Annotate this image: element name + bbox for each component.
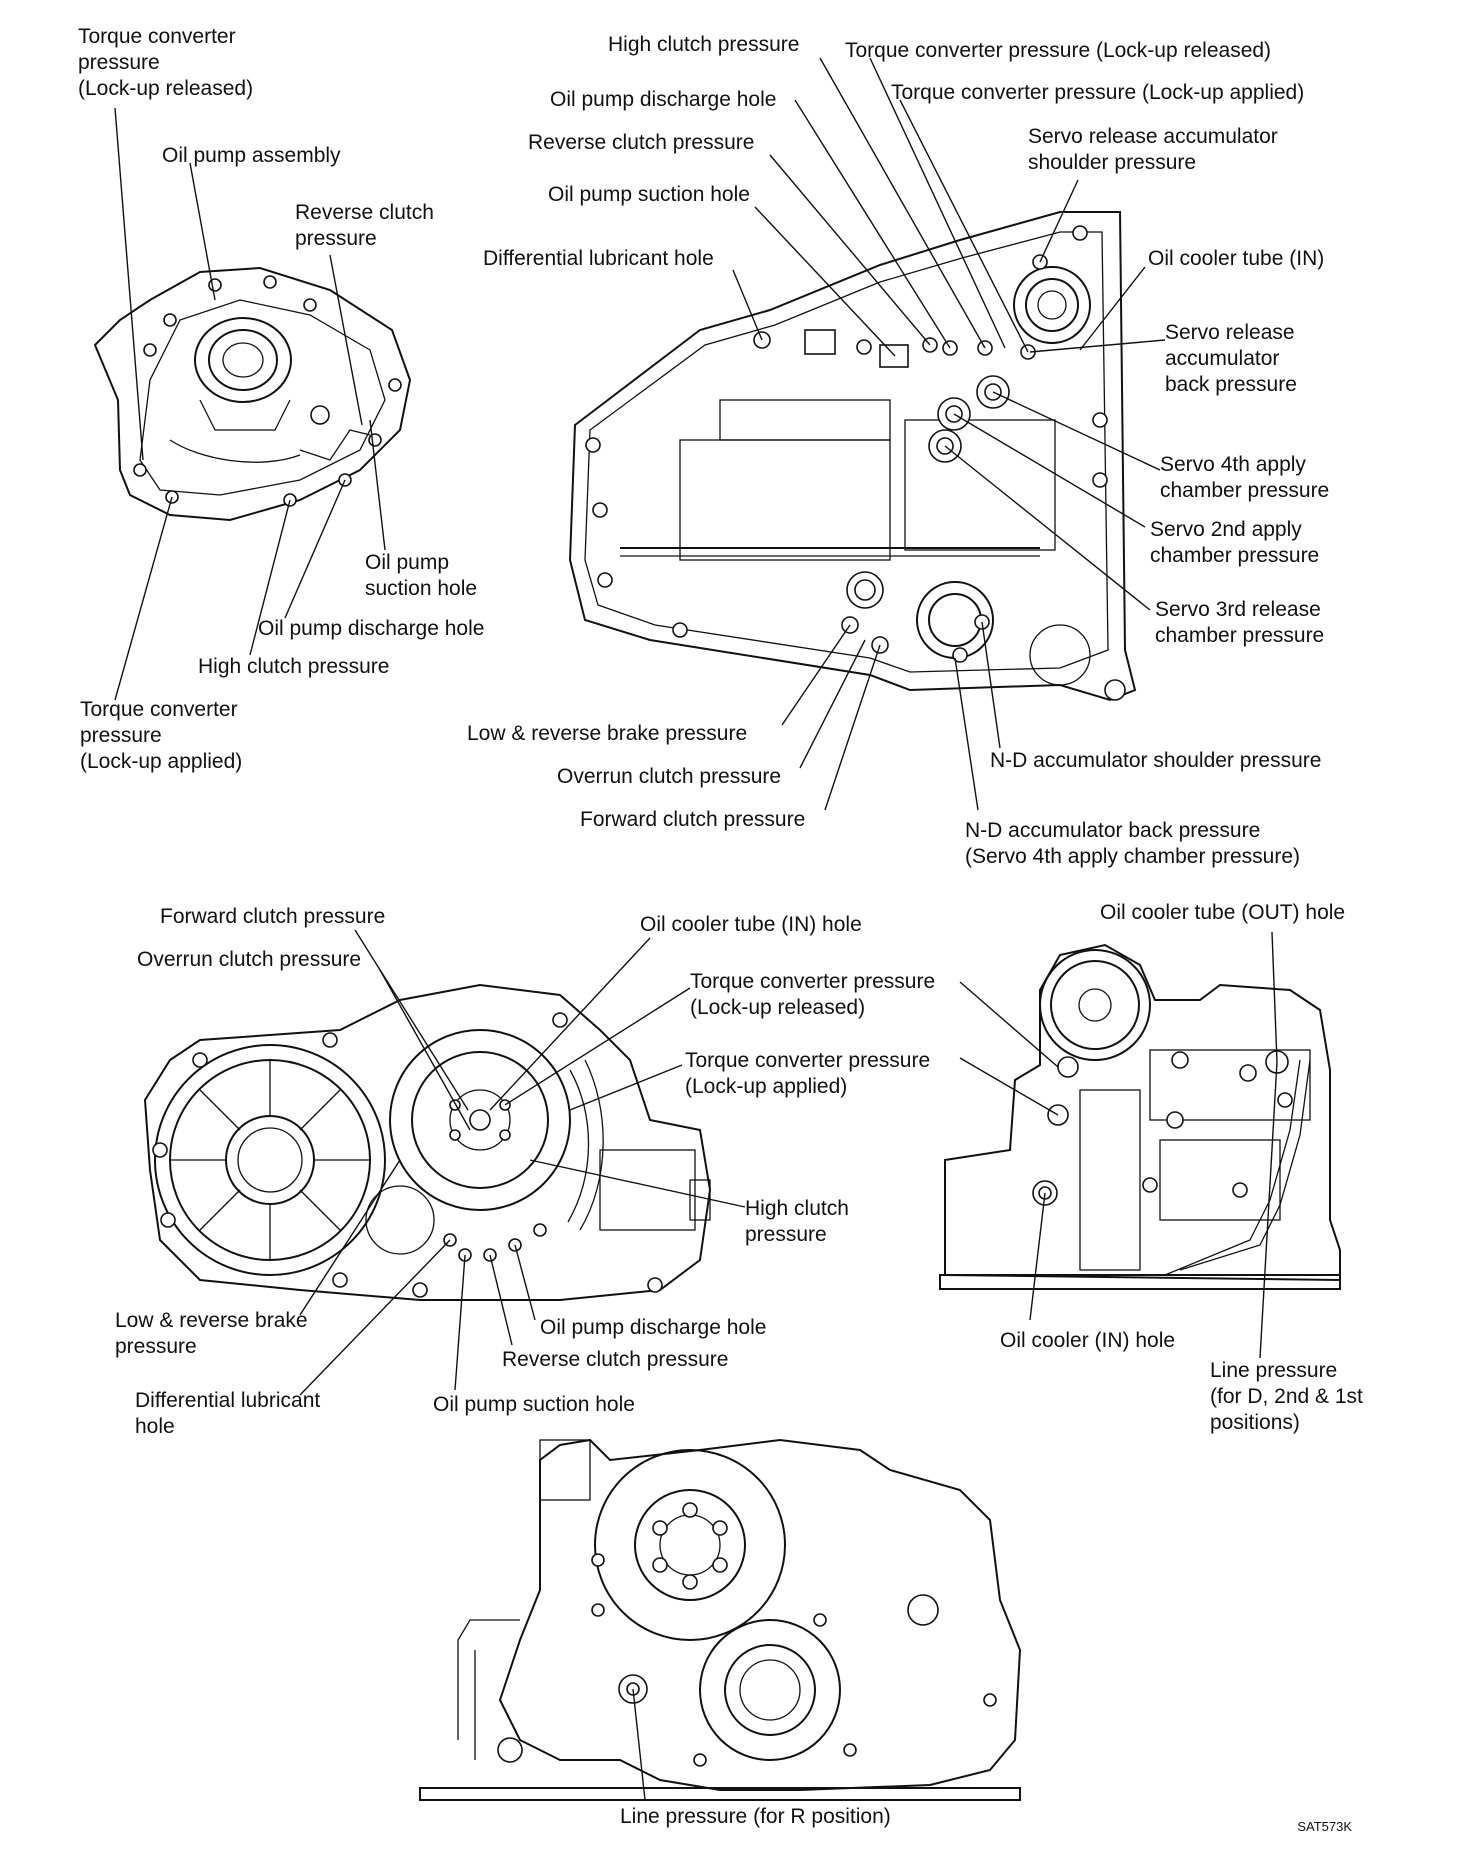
label-conv-tc-released: Torque converter pressure (Lock-up relea… (690, 970, 936, 1019)
label-conv-reverse-clutch: Reverse clutch pressure (502, 1348, 729, 1371)
leader-lines (114, 57, 1278, 1801)
label-case-forward-clutch: Forward clutch pressure (580, 808, 806, 831)
label-case-diff-lubricant: Differential lubricant hole (483, 247, 714, 270)
label-case-tc-released: Torque converter pressure (Lock-up relea… (845, 39, 1272, 62)
label-case-nd-shoulder: N-D accumulator shoulder pressure (990, 749, 1322, 772)
label-case-high-clutch: High clutch pressure (608, 33, 800, 56)
label-case-low-reverse-brake: Low & reverse brake pressure (467, 722, 748, 745)
label-conv-pump-discharge: Oil pump discharge hole (540, 1316, 767, 1339)
label-case-pump-suction: Oil pump suction hole (548, 183, 750, 206)
label-conv-tc-applied: Torque converter pressure (Lock-up appli… (685, 1049, 931, 1098)
label-pump-high-clutch: High clutch pressure (198, 655, 390, 678)
case-side-view-drawing (939, 943, 1341, 1290)
label-case-tc-applied: Torque converter pressure (Lock-up appli… (891, 81, 1305, 104)
label-side-oil-cooler-in-hole: Oil cooler (IN) hole (1000, 1329, 1176, 1352)
label-pump-discharge-hole: Oil pump discharge hole (258, 617, 485, 640)
label-case-servo-2nd-apply: Servo 2nd apply chamber pressure (1150, 518, 1320, 567)
label-case-reverse-clutch: Reverse clutch pressure (528, 131, 755, 154)
label-pump-tc-released: Torque converter pressure (Lock-up relea… (78, 25, 254, 100)
label-case-servo-3rd-release: Servo 3rd release chamber pressure (1155, 598, 1325, 647)
label-side-line-pressure-d: Line pressure (for D, 2nd & 1st position… (1210, 1359, 1363, 1434)
label-case-oil-cooler-in: Oil cooler tube (IN) (1148, 247, 1325, 270)
label-side-oil-cooler-out-hole: Oil cooler tube (OUT) hole (1100, 901, 1346, 924)
label-case-nd-back: N-D accumulator back pressure (Servo 4th… (965, 819, 1300, 868)
label-rear-line-pressure-r: Line pressure (for R position) (620, 1805, 891, 1828)
label-conv-oil-cooler-in-hole: Oil cooler tube (IN) hole (640, 913, 862, 936)
label-conv-forward-clutch: Forward clutch pressure (160, 905, 386, 928)
label-case-servo-release-shoulder: Servo release accumulator shoulder press… (1028, 125, 1278, 174)
figure-code: SAT573K (1297, 1819, 1352, 1834)
label-case-servo-release-back: Servo release accumulator back pressure (1165, 321, 1297, 396)
label-pump-tc-applied: Torque converter pressure (Lock-up appli… (80, 698, 243, 773)
label-pump-reverse-clutch: Reverse clutch pressure (295, 201, 434, 250)
rear-view-drawing (419, 1438, 1022, 1801)
label-conv-low-reverse-brake: Low & reverse brake pressure (115, 1309, 308, 1358)
converter-side-view-drawing (143, 983, 712, 1301)
label-conv-diff-lubricant: Differential lubricant hole (135, 1389, 321, 1438)
label-conv-pump-suction: Oil pump suction hole (433, 1393, 635, 1416)
label-case-overrun-clutch: Overrun clutch pressure (557, 765, 782, 788)
label-case-pump-discharge: Oil pump discharge hole (550, 88, 777, 111)
transmission-case-face-drawing (568, 211, 1137, 702)
label-conv-overrun-clutch: Overrun clutch pressure (137, 948, 362, 971)
label-conv-high-clutch: High clutch pressure (745, 1197, 849, 1246)
label-oil-pump-assembly: Oil pump assembly (162, 144, 341, 167)
label-pump-suction-hole: Oil pump suction hole (365, 551, 478, 600)
oil-pump-assembly-drawing (93, 266, 412, 522)
label-case-servo-4th-apply: Servo 4th apply chamber pressure (1160, 453, 1330, 502)
